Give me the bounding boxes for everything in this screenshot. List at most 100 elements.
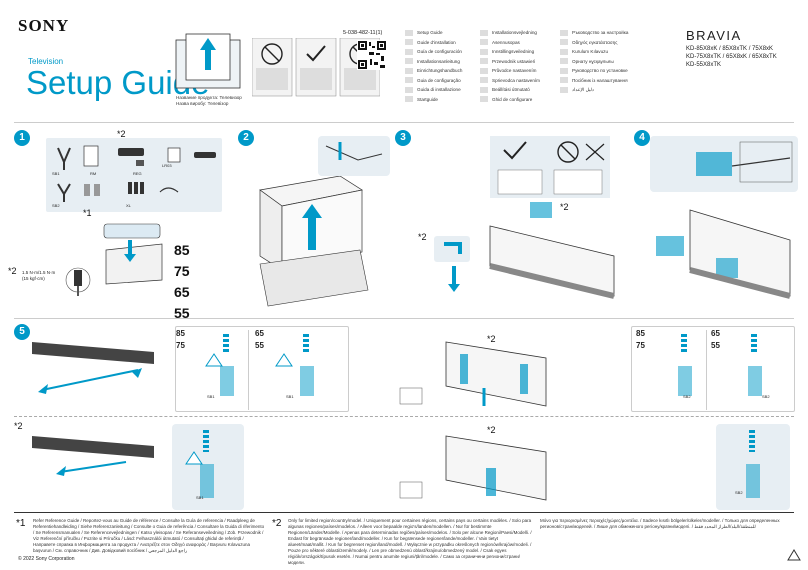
- tv-wide-stand-illustration: [32, 342, 154, 394]
- size-55: 55: [255, 341, 264, 350]
- size-85: 85: [174, 242, 190, 258]
- step-4-illustration: [656, 209, 791, 299]
- language-item: Посібник із налаштування: [560, 76, 628, 86]
- tv-stand-assembly-lower: [399, 435, 547, 501]
- stand-insert-left: [205, 330, 314, 410]
- tv-center-stand-illustration: [32, 436, 154, 476]
- footer-divider: [14, 512, 794, 513]
- product-name-line: Назва виробу: Телевізор: [176, 100, 229, 106]
- language-item: Asennusopas: [480, 38, 540, 48]
- footnote-mark: *2: [117, 129, 126, 139]
- part-number: 5-038-482-11(1): [343, 30, 383, 36]
- size-75: 75: [174, 263, 190, 279]
- size-75: 75: [176, 341, 185, 350]
- language-item: Руководство по установке: [560, 66, 628, 76]
- part-code: SB1: [286, 394, 294, 399]
- language-item: Guida di installazione: [405, 85, 462, 95]
- language-item: دليل الإعداد: [560, 85, 628, 95]
- left-sizes-a: 85 75: [176, 328, 185, 352]
- tv-stand-assembly-center: [399, 341, 547, 407]
- divider: [14, 318, 794, 319]
- recycle-icon: [787, 549, 801, 561]
- language-item: Installationsanleitung: [405, 57, 462, 67]
- step-5-right-panel: [631, 326, 795, 412]
- footnote-2-text: Only for limited region/country/model. /…: [288, 518, 532, 565]
- part-code: SB2: [683, 394, 691, 399]
- step-3-warnings: [490, 136, 610, 198]
- right-sizes-a: 85 75: [636, 328, 645, 352]
- footnote-mark: *1: [83, 208, 92, 218]
- footnote-3-text: Μόνο για περιορισμένες περιοχές/χώρες/μο…: [540, 518, 780, 529]
- part-code: SB1: [196, 495, 204, 500]
- step-3-illustration: [434, 202, 615, 299]
- copyright: © 2022 Sony Corporation: [18, 556, 75, 562]
- stand-insert-lower-left: [172, 424, 244, 510]
- part-code: SB2: [762, 394, 770, 399]
- language-item: Guide d'installation: [405, 38, 462, 48]
- stand-insert-lower-right: [716, 424, 790, 510]
- step-2-badge: 2: [238, 130, 254, 146]
- footnote-mark: *2: [14, 421, 23, 431]
- step-3-badge: 3: [395, 130, 411, 146]
- footnote-mark: *2: [8, 266, 17, 276]
- product-name-block: Название продукта: Телевизор Назва вироб…: [176, 95, 242, 106]
- footnote-1-text: Refer Reference Guide / Reportez-vous au…: [33, 518, 265, 553]
- language-item: Kurulum Kılavuzu: [560, 47, 628, 57]
- language-item: Ръководство за настройка: [560, 28, 628, 38]
- language-item: Ghid de configurare: [480, 95, 540, 105]
- languages-col3: Ръководство за настройка Οδηγός εγκατάστ…: [560, 28, 628, 95]
- language-item: Startguide: [405, 95, 462, 105]
- model-line: KD-85X8xK / 85X8xTK / 75X8xK: [686, 46, 774, 52]
- qr-code: [357, 40, 387, 70]
- languages-col1: Setup Guide Guide d'installation Guía de…: [405, 28, 462, 104]
- language-item: Einrichtungshandbuch: [405, 66, 462, 76]
- language-item: Орнату нұсқаулығы: [560, 57, 628, 67]
- step-5-left-panel: [175, 326, 349, 412]
- size-75: 75: [636, 341, 645, 350]
- part-code: SB2: [735, 490, 743, 495]
- step-1-badge: 1: [14, 130, 30, 146]
- footnote-mark: *2: [487, 425, 496, 435]
- language-item: Průvodce nastavením: [480, 66, 540, 76]
- language-item: Guía de configuración: [405, 47, 462, 57]
- torque-value-kgf: (15 kgf·cm): [22, 276, 45, 281]
- language-item: Setup Guide: [405, 28, 462, 38]
- part-code-lr03: LR03: [162, 163, 172, 168]
- step-2-illustration: [259, 175, 369, 307]
- model-line: KD-75X8xTK / 65X8xK / 65X8xTK: [686, 54, 777, 60]
- language-item: Innstillingsveiledning: [480, 47, 540, 57]
- size-65: 65: [255, 329, 264, 338]
- footnote-mark: *1: [16, 518, 26, 529]
- unboxing-illustration: [175, 33, 241, 89]
- language-item: Installationsvejledning: [480, 28, 540, 38]
- bravia-brand: BRAVIA: [686, 28, 742, 43]
- size-65: 65: [711, 329, 720, 338]
- footnote-mark: *2: [272, 518, 282, 529]
- torque-spec: 1.5 N·m/1.5 N·m (15 kgf·cm): [22, 270, 55, 282]
- part-code-rm: RM: [90, 171, 97, 176]
- part-code-reg: REG: [133, 171, 142, 176]
- language-item: Przewodnik ustawień: [480, 57, 540, 67]
- category-label: Television: [28, 57, 64, 66]
- model-line: KD-55X8xTK: [686, 62, 722, 68]
- dashed-divider: [14, 416, 794, 418]
- product-name-line: Название продукта: Телевизор: [176, 95, 242, 100]
- size-55: 55: [174, 305, 190, 321]
- model-list: KD-85X8xK / 85X8xTK / 75X8xK KD-75X8xTK …: [686, 45, 777, 69]
- step-4-detail: [650, 136, 798, 192]
- languages-col2: Installationsvejledning Asennusopas Inns…: [480, 28, 540, 104]
- part-code-sb2: SB2: [52, 203, 60, 208]
- language-item: Guia de configuração: [405, 76, 462, 86]
- parts-illustration: [57, 145, 216, 202]
- part-code: SB1: [207, 394, 215, 399]
- language-item: Sprievodca nastavením: [480, 76, 540, 86]
- footnote-mark: *2: [418, 232, 427, 242]
- part-code-sb1: SB1: [52, 171, 60, 176]
- language-item: Beállítási útmutató: [480, 85, 540, 95]
- size-85: 85: [176, 329, 185, 338]
- size-list: 85 75 65 55: [174, 240, 190, 324]
- footnote-mark: *2: [487, 334, 496, 344]
- torque-value: 1.5 N·m/1.5 N·m: [22, 270, 56, 275]
- step-3-detail: [318, 136, 390, 176]
- step-5-badge: 5: [14, 324, 30, 340]
